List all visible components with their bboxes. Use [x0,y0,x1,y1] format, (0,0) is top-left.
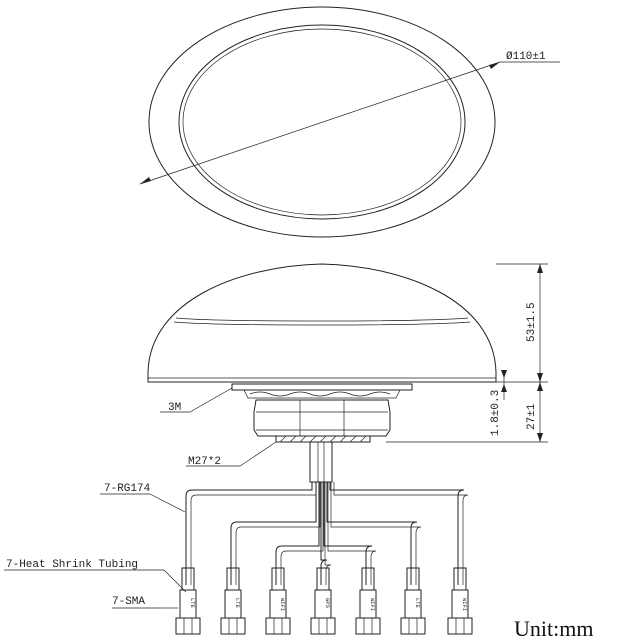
dome-seam [175,317,469,322]
dome-seam-2 [173,321,471,326]
heat-shrink-5 [361,567,375,591]
sma-nut-1 [175,617,201,635]
hex-nut [253,399,391,437]
side-view: 53±1.5 27±1 1.8±0.3 3M M27*2 [147,263,548,468]
connector-label-3: WIFI [279,598,286,611]
mount-length-label: 27±1 [526,403,538,430]
cable-3 [275,482,320,585]
connector-label-6: LTE [414,598,421,609]
thread-leader [239,441,277,467]
cable-2-jacket [235,482,321,585]
connector-label: 7-SMA [112,596,145,608]
mount-plate [231,383,413,391]
adhesive-label: 3M [168,402,181,414]
heat-shrink-2 [226,567,240,591]
gasket-pattern [249,391,391,397]
connector-label-1: LTE [189,598,196,609]
sma-nut-4 [310,617,336,635]
heat-shrink-3 [271,567,285,591]
heat-shrink-6 [406,567,420,591]
unit-label: Unit:mm [514,616,593,640]
sma-nut-7 [447,617,473,635]
diameter-label: Ø110±1 [506,51,546,63]
thickness-arrows [501,370,507,392]
heat-shrink-7 [453,567,467,591]
sma-nut-6 [400,617,426,635]
sma-nut-3 [265,617,291,635]
cable-trunk [309,441,333,483]
cable-1 [185,482,313,585]
cable-4 [320,482,328,585]
gasket [243,389,401,399]
cable-2 [230,482,317,585]
cable-5-jacket [327,482,377,585]
connector-label-2: LTE [234,598,241,609]
outer-rim [148,6,496,238]
inner-rim [178,24,466,220]
inner-rim-2 [182,28,462,216]
diameter-line [139,61,501,185]
diameter-arrow-right [489,62,500,69]
sma-nut-5 [355,617,381,635]
connector-label-4: GPS [324,598,331,609]
cable-assembly: LTE LTE WIFI GPS WIFI LTE WIFI 7-RG174 7-Heat … [4,441,473,635]
cables [185,482,469,585]
connector-label-5: WIFI [369,598,376,611]
diameter-arrow-left [140,177,151,184]
cable-6-jacket [330,482,422,585]
tubing-leader [163,569,187,593]
cable-4-jacket [324,482,332,585]
heat-shrink-1 [181,567,195,591]
thickness-label: 1.8±0.3 [490,390,502,436]
tubing-label: 7-Heat Shrink Tubing [6,559,138,571]
top-view: Ø110±1 [139,6,560,238]
connector-label-7: WIFI [461,598,468,611]
height-label: 53±1.5 [526,302,538,342]
cable-1-jacket [190,482,317,585]
sma-nut-2 [220,617,246,635]
cable-3-jacket [280,482,324,585]
thread-label: M27*2 [188,456,221,468]
connectors: LTE LTE WIFI GPS WIFI LTE WIFI [175,567,473,635]
cable-5 [323,482,373,585]
cable-label: 7-RG174 [104,483,151,495]
cable-7 [329,482,465,585]
heat-shrink-4 [316,567,330,591]
cable-7-jacket [333,482,469,585]
adhesive-leader [189,387,233,413]
cable-leader [149,493,186,513]
cable-6 [326,482,418,585]
thread-hatch [279,435,367,443]
dome-outline [147,263,497,383]
